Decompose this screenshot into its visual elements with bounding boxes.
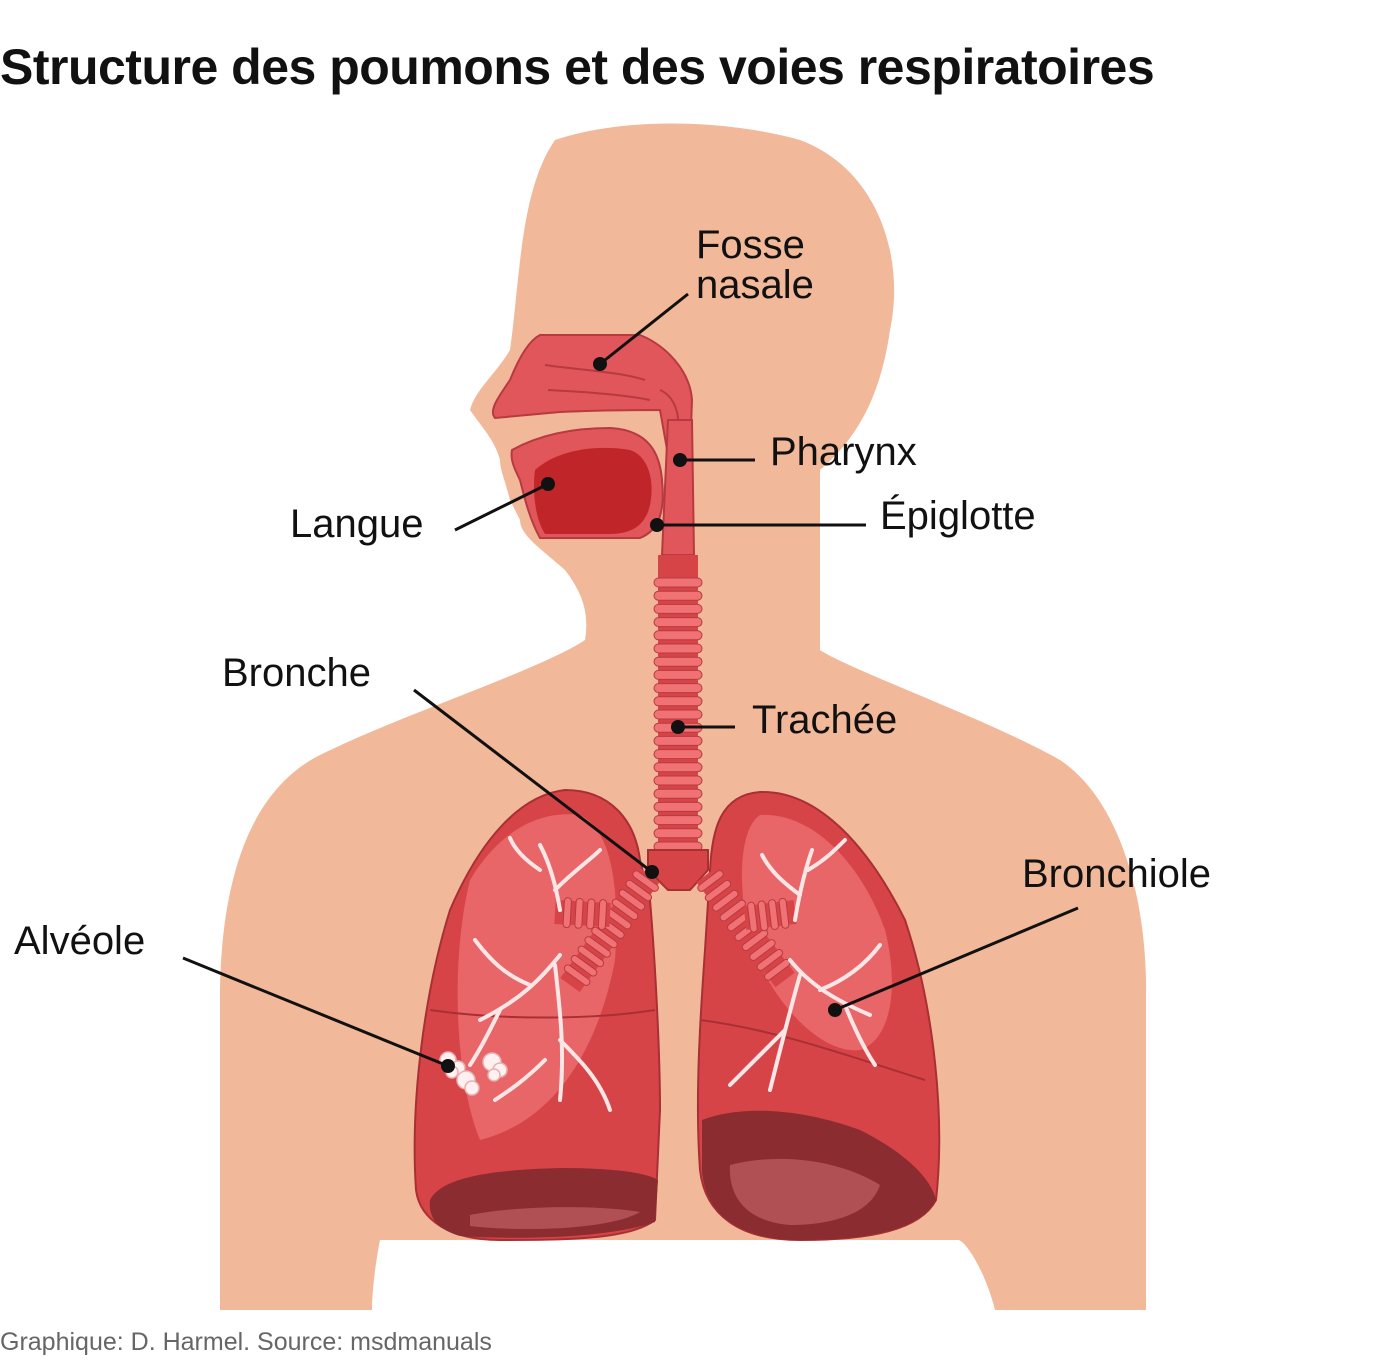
bronchus-ring xyxy=(747,901,758,933)
bronchioles xyxy=(468,836,882,1112)
nasal-cavity xyxy=(491,334,694,456)
leader-lines xyxy=(182,292,1079,1073)
trachea-ring xyxy=(653,696,703,707)
trachea-ring xyxy=(653,775,703,786)
trachea-ring xyxy=(653,617,703,628)
bronchus-ring xyxy=(577,945,605,968)
bronchus-ring xyxy=(574,897,584,929)
page-title: Structure des poumons et des voies respi… xyxy=(0,39,1155,95)
label-bronchiole: Bronchiole xyxy=(1022,852,1211,896)
trachea-ring xyxy=(653,590,703,601)
trachea-ring xyxy=(653,603,703,614)
bronchus-ring xyxy=(778,897,790,929)
bronchus-ring xyxy=(563,964,591,986)
trachea-ring xyxy=(653,735,703,746)
mouth xyxy=(510,426,664,539)
label-fosse-nasale-line1: Fosse xyxy=(696,223,805,267)
bronchus-ring xyxy=(768,899,779,931)
trachea xyxy=(653,555,703,855)
bronchus-ring xyxy=(570,955,598,977)
label-trachee: Trachée xyxy=(752,698,897,742)
trachea-ring xyxy=(653,630,703,641)
bronchus-ring xyxy=(562,897,572,929)
trachea-ring xyxy=(653,762,703,773)
label-epiglotte: Épiglotte xyxy=(880,493,1036,538)
bronchus-ring xyxy=(611,898,639,921)
bronchus-ring xyxy=(749,939,776,961)
bronchus-ring xyxy=(719,899,746,922)
trachea-ring xyxy=(653,828,703,839)
trachea-ring xyxy=(653,577,703,588)
bronchus-ring xyxy=(597,899,608,931)
bronchus-ring xyxy=(712,889,739,912)
trachea-ring xyxy=(653,801,703,812)
source-credit: Graphique: D. Harmel. Source: msdmanuals xyxy=(0,1328,492,1356)
bronchus-ring xyxy=(618,889,646,911)
bronchus-ring xyxy=(625,879,653,902)
bronchus-ring xyxy=(586,898,596,930)
tongue xyxy=(534,447,652,534)
bronchus-ring xyxy=(757,900,769,932)
label-pharynx: Pharynx xyxy=(770,430,917,474)
bronchus-ring xyxy=(697,870,724,892)
label-bronche: Bronche xyxy=(222,651,371,695)
bronchus-ring xyxy=(704,879,732,902)
bronchus-ring xyxy=(756,948,784,971)
label-langue: Langue xyxy=(290,502,423,546)
trachea-ring xyxy=(653,749,703,760)
pharynx-tube xyxy=(660,419,696,556)
trachea-ring xyxy=(653,788,703,799)
bronchus-ring xyxy=(584,936,611,958)
bronchus-ring xyxy=(741,929,769,952)
trachea-ring xyxy=(653,669,703,680)
trachea-ring xyxy=(653,656,703,667)
label-alveole: Alvéole xyxy=(14,919,145,963)
bronchus-ring xyxy=(632,870,659,892)
trachea-ring xyxy=(653,709,703,720)
trachea-ring xyxy=(653,643,703,654)
trachea-ring xyxy=(653,815,703,826)
trachea-ring xyxy=(653,683,703,694)
label-fosse-nasale-line2: nasale xyxy=(696,263,814,307)
alveoli xyxy=(439,1051,508,1096)
